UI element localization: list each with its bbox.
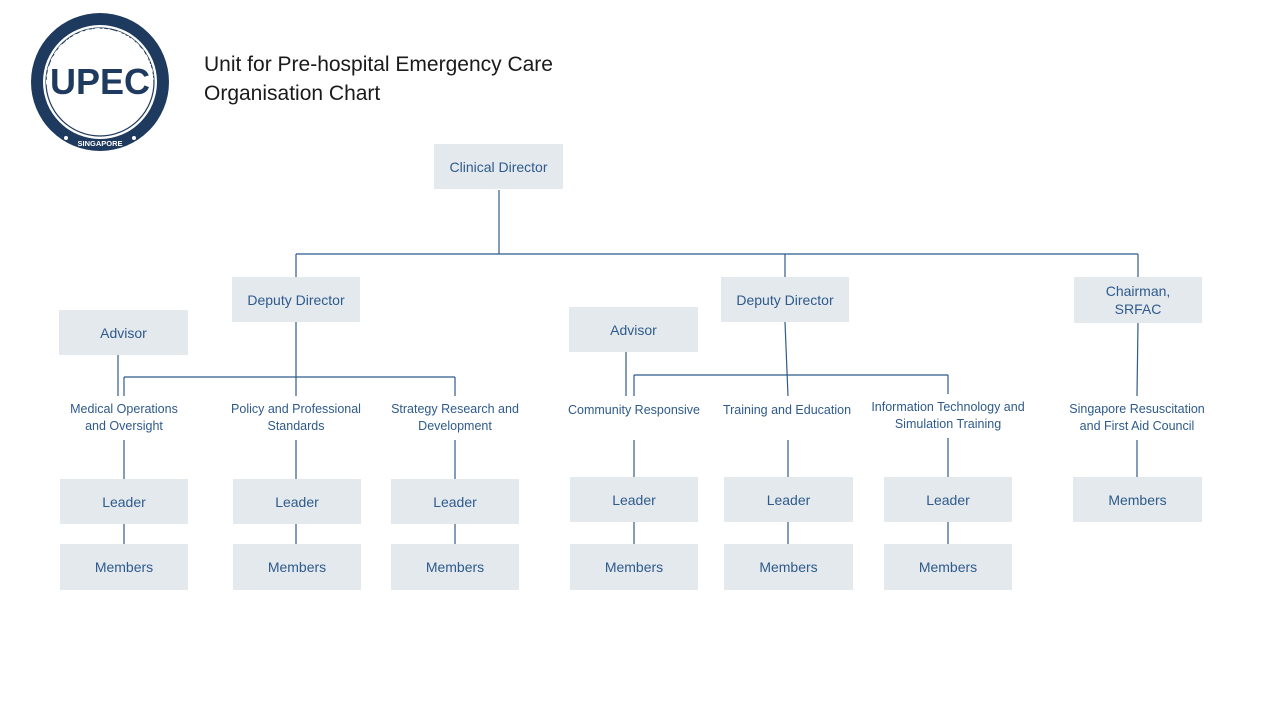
title-line-1: Unit for Pre-hospital Emergency Care [204, 53, 553, 76]
members-box: Members [724, 544, 853, 590]
leader-box: Leader [233, 479, 361, 524]
members-box: Members [233, 544, 361, 590]
members-box: Members [391, 544, 519, 590]
unit-label-strategy-research: Strategy Research and Development [391, 402, 519, 433]
members-box: Members [1073, 477, 1202, 522]
deputy-director-box: Deputy Director [721, 277, 849, 322]
logo-country-text: SINGAPORE [77, 139, 122, 148]
clinical-director-box: Clinical Director [434, 144, 563, 189]
members-box: Members [884, 544, 1012, 590]
members-box: Members [570, 544, 698, 590]
leader-box: Leader [391, 479, 519, 524]
unit-label-medical-operations: Medical Operations and Oversight [70, 402, 178, 433]
unit-label-community-responsive: Community Responsive [568, 402, 700, 417]
leader-box: Leader [884, 477, 1012, 522]
advisor-box: Advisor [59, 310, 188, 355]
unit-label-policy-standards: Policy and Professional Standards [231, 402, 361, 433]
deputy-director-box: Deputy Director [232, 277, 360, 322]
title-line-2: Organisation Chart [204, 82, 381, 105]
leader-box: Leader [60, 479, 188, 524]
leader-box: Leader [724, 477, 853, 522]
upec-logo: UNIT FOR PRE-HOSPITAL EMERGENCY CARE SIN… [27, 4, 170, 152]
leader-box: Leader [570, 477, 698, 522]
unit-label-training-education: Training and Education [722, 402, 852, 417]
page-title: Unit for Pre-hospital Emergency Care Org… [204, 50, 553, 108]
members-box: Members [60, 544, 188, 590]
chairman-box: Chairman, SRFAC [1074, 277, 1202, 323]
advisor-box: Advisor [569, 307, 698, 352]
logo-text: UPEC [50, 61, 150, 102]
unit-label-it-simulation: Information Technology and Simulation Tr… [871, 400, 1025, 431]
unit-label-srfac: Singapore Resuscitation and First Aid Co… [1069, 402, 1205, 433]
